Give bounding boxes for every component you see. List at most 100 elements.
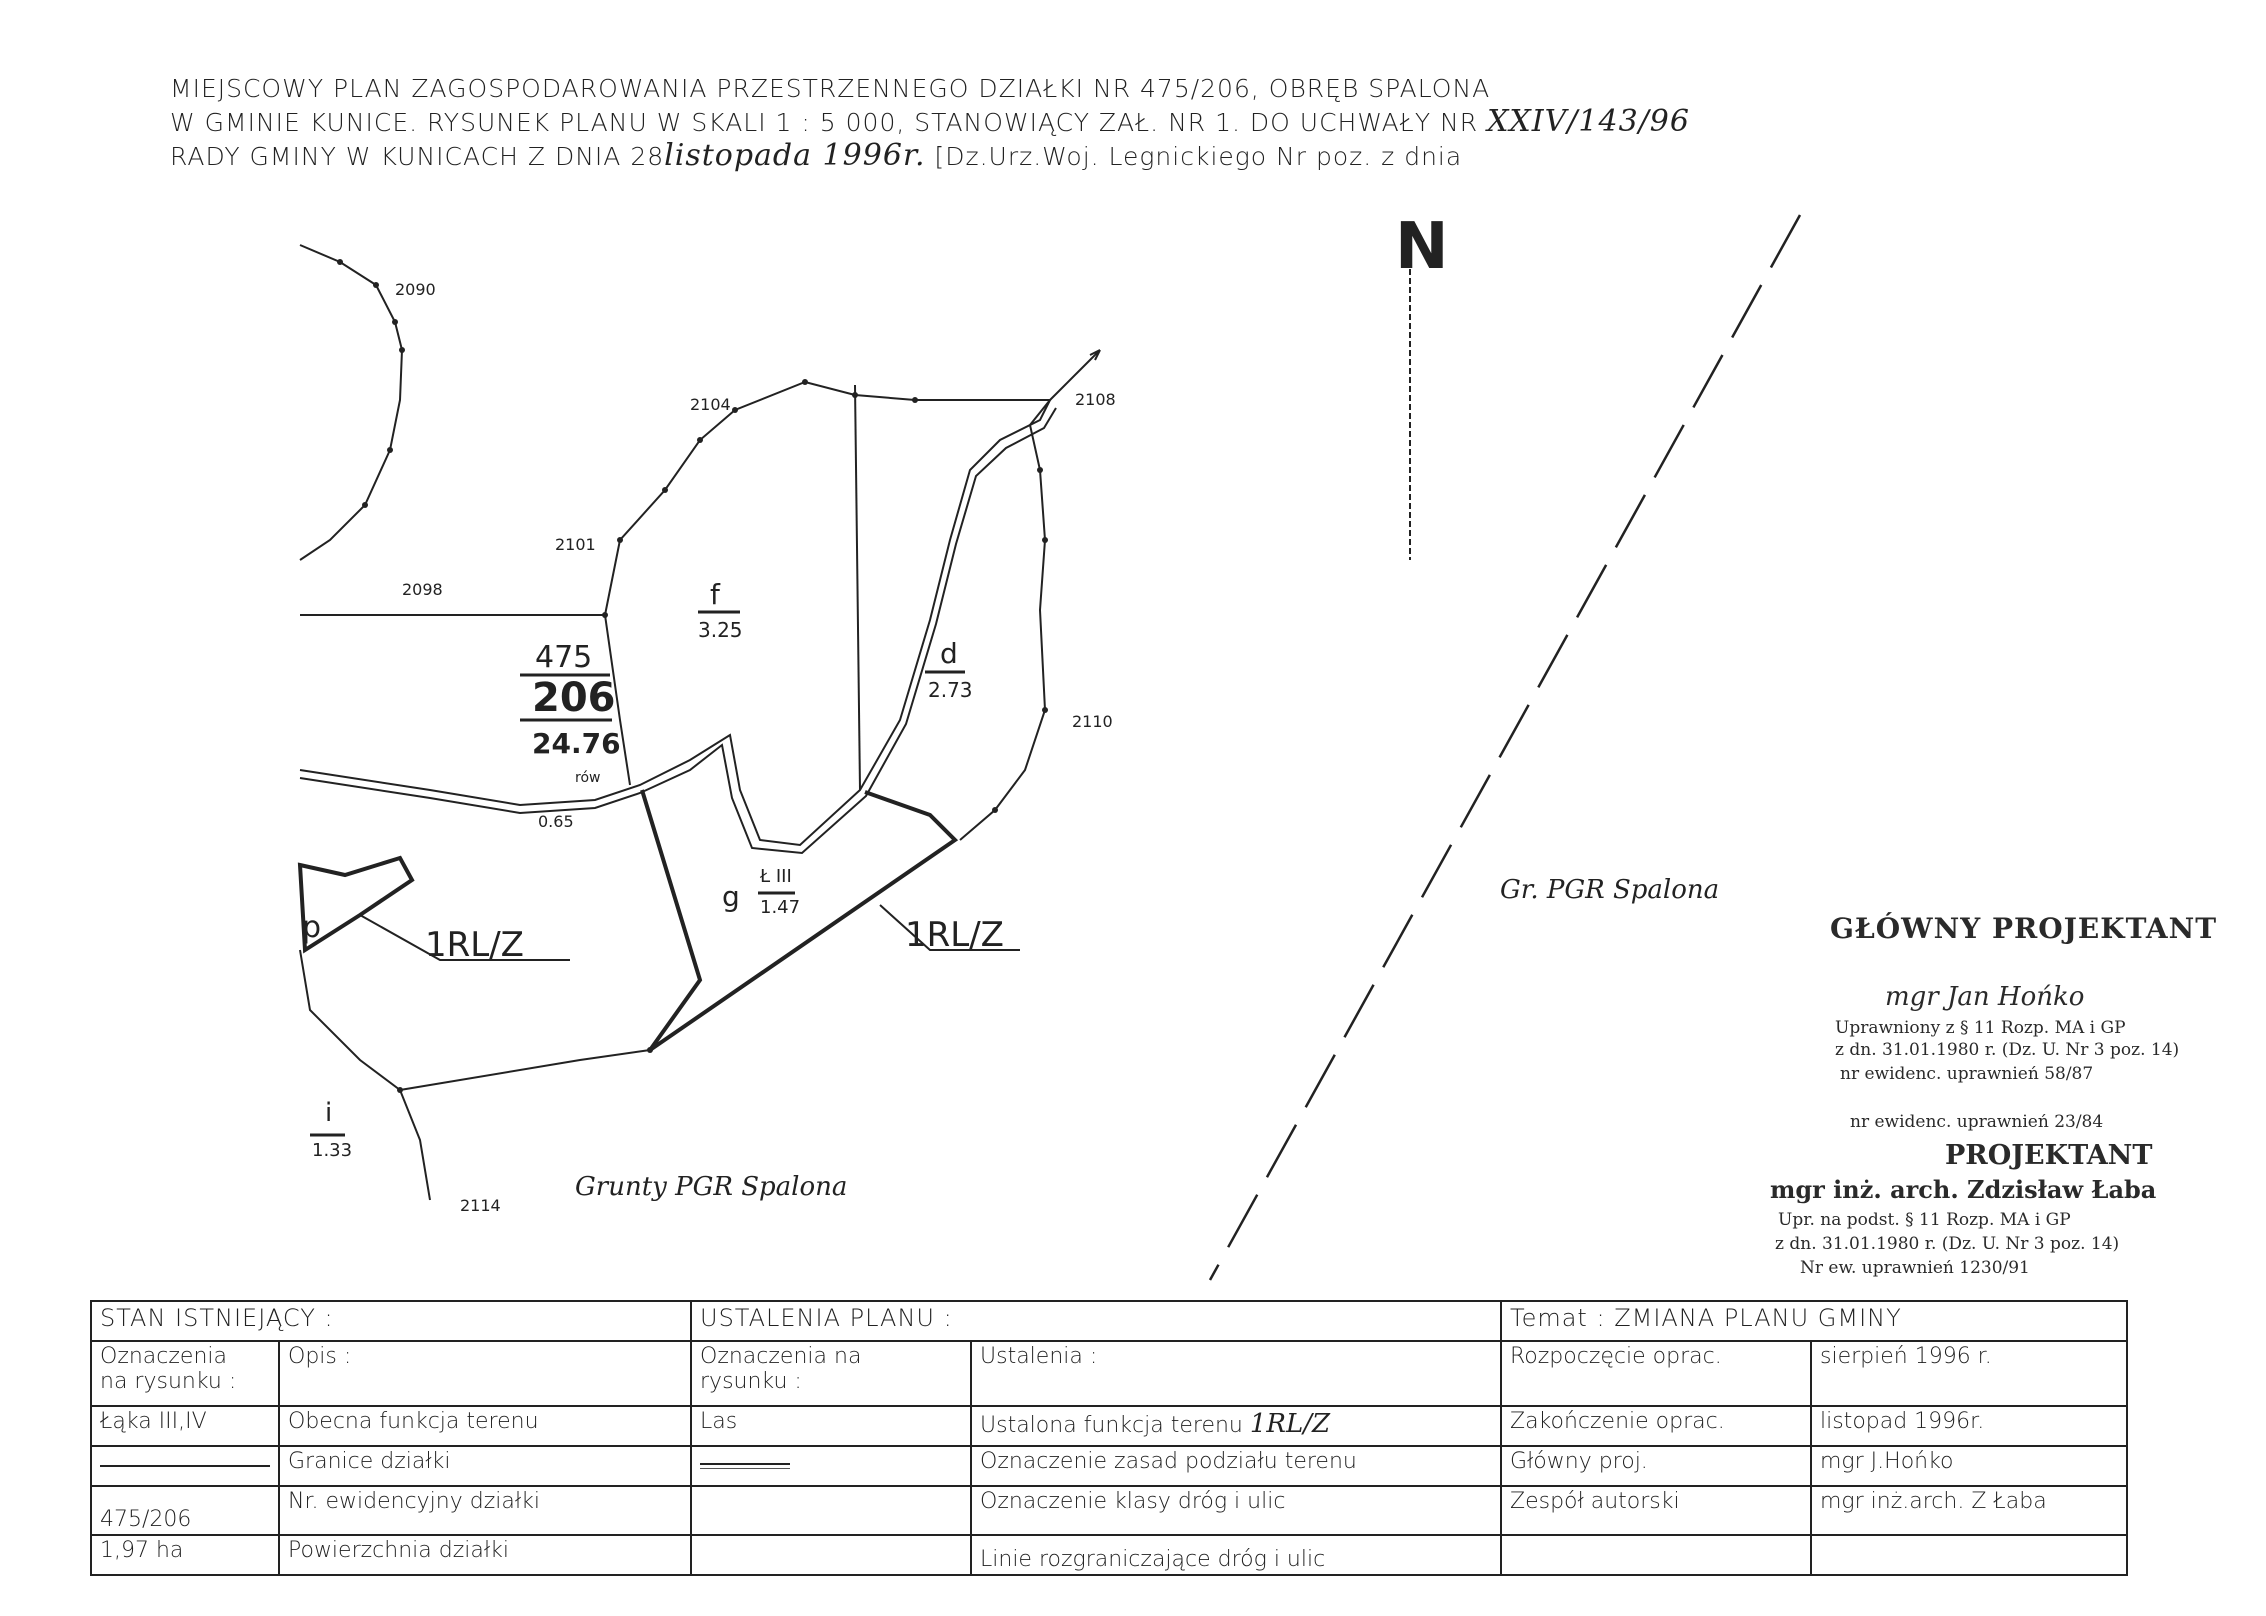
title-line-3: RADY GMINY W KUNICACH Z DNIA 28listopada… (170, 139, 1970, 173)
legend-r2-marking-2 (690, 1445, 972, 1488)
legend-r3-marking: 475/206 (90, 1485, 280, 1536)
plot-i-letter: i (325, 1098, 333, 1128)
plot-d-area: 2.73 (928, 678, 973, 702)
legend-r4-marking: 1,97 ha (90, 1533, 280, 1577)
legend-r4-empty-2 (1809, 1533, 2129, 1577)
parcel-number-2110: 2110 (1072, 712, 1113, 731)
plot-f-letter: f (710, 578, 720, 611)
legend-chief-label: Główny proj. (1500, 1445, 1812, 1488)
legend-r2-provision: Oznaczenie zasad podziału terenu (970, 1445, 1502, 1488)
legend-r1-marking: Łąka III,IV (90, 1404, 280, 1448)
boundary-lower-outer (299, 949, 431, 1201)
legend-r1-provision: Ustalona funkcja terenu 1RL/Z (970, 1404, 1502, 1448)
boundary-i (399, 1049, 651, 1091)
zone-leader-left (359, 914, 570, 961)
map-drawing (297, 214, 1802, 1281)
legend-r4-marking-2 (690, 1533, 972, 1577)
legend-chief-value: mgr J.Hońko (1809, 1445, 2129, 1488)
title-line-3-end: [Dz.Urz.Woj. Legnickiego Nr poz. z dnia (934, 142, 1463, 171)
stamp-designer-title: PROJEKTANT (1945, 1140, 2153, 1171)
plot-p-boundary (297, 855, 415, 954)
ditch-label: rów (575, 770, 601, 786)
plot-g-area: 1.47 (760, 897, 801, 918)
stamp-designer-name: mgr inż. arch. Zdzisław Łaba (1770, 1175, 2157, 1204)
resolution-number: XXIV/143/96 (1487, 104, 1690, 139)
arrow-top-right (1049, 349, 1101, 401)
legend-r4-description: Powierzchnia działki (278, 1533, 692, 1577)
title-line-2-text: W GMINIE KUNICE. RYSUNEK PLANU W SKALI 1… (170, 108, 1479, 137)
legend-r4-provision: Linie rozgraniczające dróg i ulic (970, 1533, 1502, 1577)
title-block: MIEJSCOWY PLAN ZAGOSPODAROWANIA PRZESTRZ… (170, 72, 1970, 173)
boundary-line-symbol (100, 1465, 270, 1468)
legend-end-value: listopad 1996r. (1809, 1404, 2129, 1448)
zone-code-right: 1RL/Z (905, 915, 1004, 955)
plot-number-top: 475 (535, 640, 593, 675)
legend-start-label: Rozpoczęcie oprac. (1500, 1340, 1812, 1407)
stamp-main-line-2: z dn. 31.01.1980 r. (Dz. U. Nr 3 poz. 14… (1835, 1040, 2180, 1060)
resolution-date: listopada 1996r. (664, 138, 926, 173)
legend-r1-marking-2: Las (690, 1404, 972, 1448)
diagonal-line (1208, 214, 1802, 1281)
north-symbol: N (1395, 210, 1449, 284)
legend-col-marking-b: na rysunku : (100, 1369, 237, 1395)
parcel-number-2104: 2104 (690, 395, 731, 414)
legend-header-existing: STAN ISTNIEJĄCY : (90, 1299, 692, 1343)
stamp-main-line-1: Uprawniony z § 11 Rozp. MA i GP (1835, 1018, 2126, 1038)
legend-header-plan: USTALENIA PLANU : (690, 1299, 1502, 1343)
plot-i-area: 1.33 (312, 1140, 353, 1161)
legend-r4-empty-1 (1500, 1533, 1812, 1577)
legend-r1-description: Obecna funkcja terenu (278, 1404, 692, 1448)
stamp-main-name: mgr Jan Hońko (1885, 982, 2085, 1012)
plot-f-area: 3.25 (698, 618, 743, 642)
plot-boundary (604, 380, 1053, 841)
division-line-symbol (700, 1463, 790, 1470)
plot-p-letter: p (302, 910, 322, 945)
stamp-main-line-4: nr ewidenc. uprawnień 23/84 (1850, 1112, 2104, 1132)
plot-g-class: Ł III (760, 866, 792, 887)
stamp-main-line-3: nr ewidenc. uprawnień 58/87 (1840, 1064, 2094, 1084)
parcel-number-2114: 2114 (460, 1196, 501, 1215)
road-line-1 (299, 399, 1051, 847)
parcel-number-2098: 2098 (402, 580, 443, 599)
boundary-top-left (299, 244, 404, 561)
title-line-3-start: RADY GMINY W KUNICACH Z DNIA 28 (170, 142, 665, 171)
boundary-lower-left (604, 614, 631, 786)
plot-o-area: 0.65 (538, 812, 574, 831)
legend-table: STAN ISTNIEJĄCY : USTALENIA PLANU : Tema… (90, 1299, 2129, 1577)
legend-r1-provision-text: Ustalona funkcja terenu (980, 1412, 1243, 1438)
plot-area: 24.76 (532, 727, 621, 760)
plot-d-letter: d (940, 637, 958, 670)
parcel-number-2108: 2108 (1075, 390, 1116, 409)
plot-g-letter: g (722, 880, 740, 913)
legend-end-label: Zakończenie oprac. (1500, 1404, 1812, 1448)
parcel-number-2101: 2101 (555, 535, 596, 554)
legend-r3-marking-2 (690, 1485, 972, 1536)
legend-col-marking-2b: rysunku : (700, 1369, 802, 1395)
legend-r2-marking (90, 1445, 280, 1488)
boundary-f-d (854, 384, 861, 791)
legend-col-marking-a: Oznaczenia (100, 1344, 228, 1370)
stamp-designer-line-2: z dn. 31.01.1980 r. (Dz. U. Nr 3 poz. 14… (1775, 1234, 2120, 1254)
road-line-2 (299, 407, 1057, 855)
legend-r3-description: Nr. ewidencyjny działki (278, 1485, 692, 1536)
land-owner-label-bottom: Grunty PGR Spalona (575, 1172, 848, 1202)
zone-leader-right (879, 904, 1020, 951)
legend-start-value: sierpień 1996 r. (1809, 1340, 2129, 1407)
legend-r3-provision: Oznaczenie klasy dróg i ulic (970, 1485, 1502, 1536)
title-line-2: W GMINIE KUNICE. RYSUNEK PLANU W SKALI 1… (170, 105, 1970, 139)
stamp-designer-line-3: Nr ew. uprawnień 1230/91 (1800, 1258, 2030, 1278)
parcel-number-2090: 2090 (395, 280, 436, 299)
land-owner-label-right: Gr. PGR Spalona (1500, 875, 1720, 905)
legend-col-provisions: Ustalenia : (970, 1340, 1502, 1407)
legend-col-marking-2a: Oznaczenia na (700, 1344, 862, 1370)
legend-r1-provision-code: 1RL/Z (1249, 1408, 1331, 1439)
plot-g-boundary (640, 789, 959, 1052)
plot-number-mid: 206 (532, 675, 616, 721)
stamp-main-title: GŁÓWNY PROJEKTANT (1830, 912, 2218, 945)
legend-team-label: Zespół autorski (1500, 1485, 1812, 1536)
title-line-1: MIEJSCOWY PLAN ZAGOSPODAROWANIA PRZESTRZ… (170, 74, 1491, 103)
zone-code-left: 1RL/Z (425, 925, 524, 965)
legend-header-topic: Temat : ZMIANA PLANU GMINY (1499, 1299, 2129, 1343)
